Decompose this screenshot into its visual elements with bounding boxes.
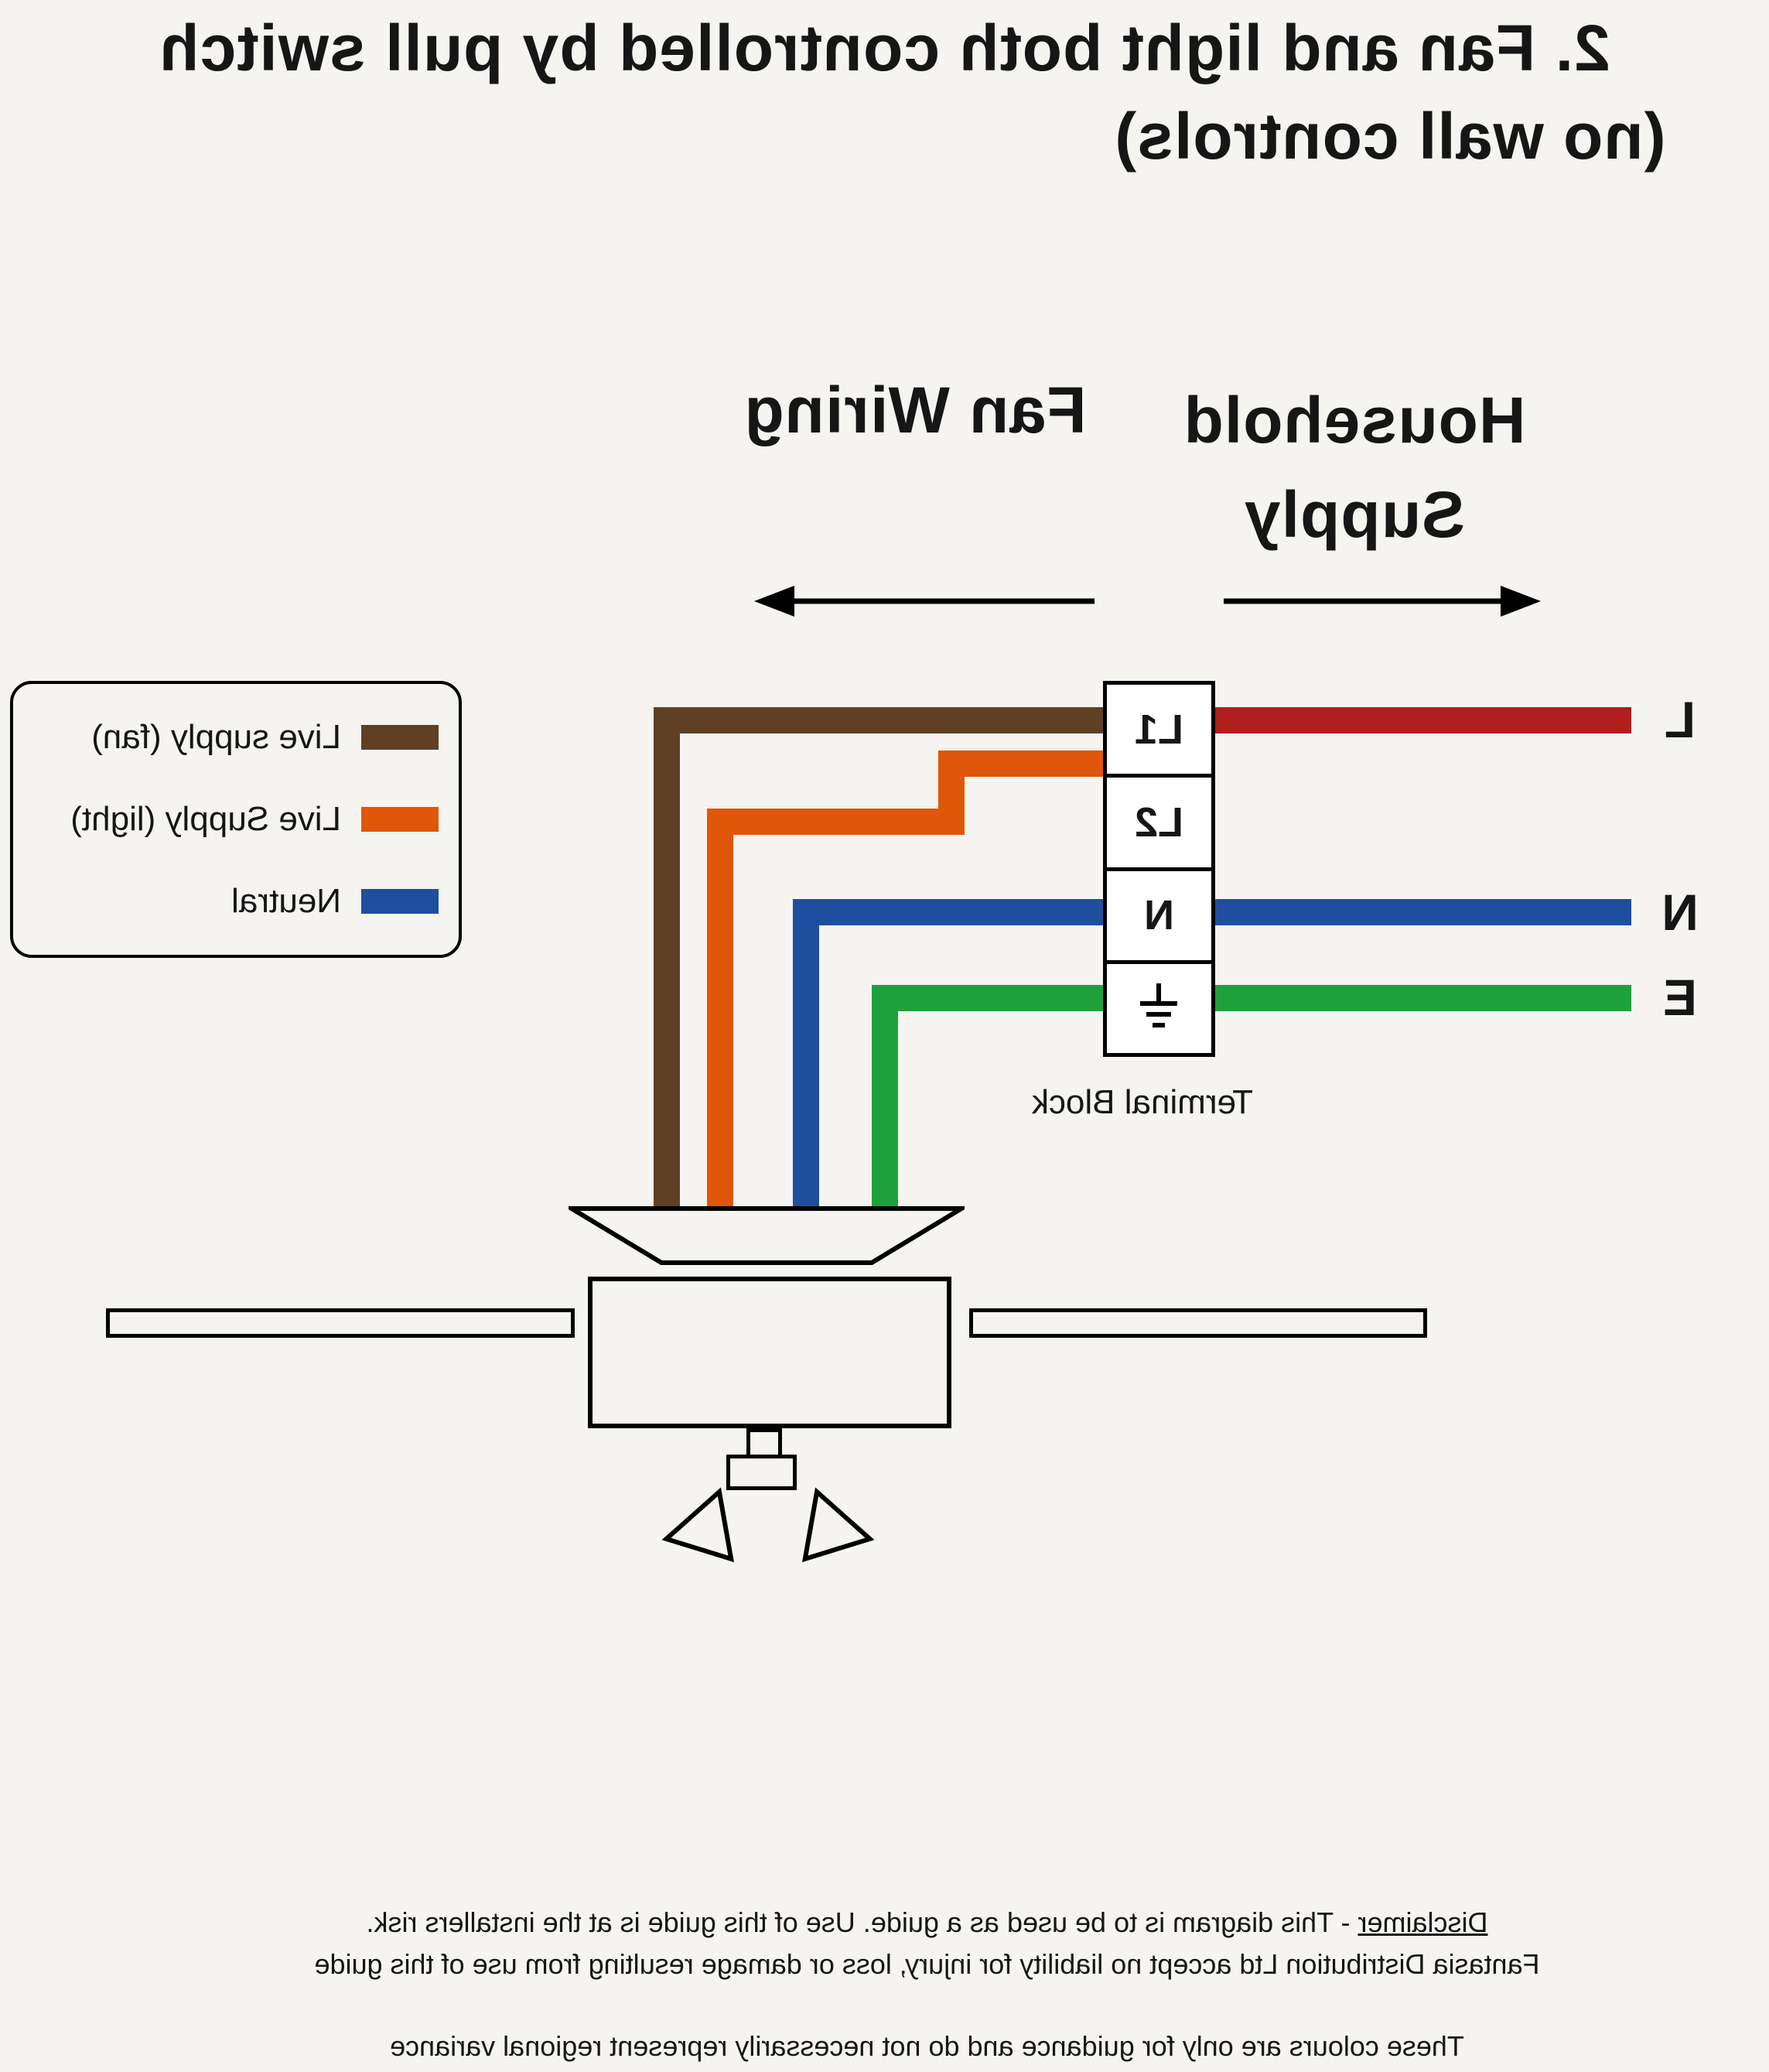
terminal-block: L1 L2 N xyxy=(1103,681,1215,1057)
disclaimer-line-2: Fantasia Distribution Ltd accept no liab… xyxy=(314,1948,1540,1980)
disclaimer-line-1: Disclaimer - This diagram is to be used … xyxy=(43,1905,1769,1940)
legend-label-live-fan: Live supply (fan) xyxy=(91,718,341,756)
page-title: 2. Fan and light both controlled by pull… xyxy=(159,12,1610,84)
legend-row-live-light: Live Supply (light) xyxy=(33,800,439,839)
household-supply-heading: Household Supply xyxy=(1122,373,1586,562)
fan-wiring-heading: Fan Wiring xyxy=(743,374,1087,446)
household-supply-line2: Supply xyxy=(1244,478,1466,551)
fan-light-shade-left-icon xyxy=(801,1487,875,1563)
wire-neutral-household xyxy=(1215,899,1631,925)
household-supply-line1: Household xyxy=(1183,384,1526,456)
terminal-cell-earth xyxy=(1103,959,1215,1057)
label-neutral: N xyxy=(1661,884,1699,941)
legend-label-live-light: Live Supply (light) xyxy=(70,800,341,838)
wire-earth-household xyxy=(1215,985,1631,1011)
label-live: L xyxy=(1664,691,1696,748)
legend-swatch-live-light xyxy=(361,807,439,832)
wire-live-household xyxy=(1215,707,1631,733)
legend-row-neutral: Neutral xyxy=(33,882,439,921)
wire-live-light-segment-3 xyxy=(707,809,965,835)
fan-motor-body xyxy=(588,1277,951,1428)
legend-swatch-live-fan xyxy=(361,725,439,750)
arrow-right-icon xyxy=(754,586,1095,617)
terminal-cell-l2: L2 xyxy=(1103,774,1215,871)
disclaimer-line-1-text: - This diagram is to be used as a guide.… xyxy=(366,1906,1358,1938)
wire-earth-fan-horizontal xyxy=(872,985,1103,1011)
wire-neutral-fan-horizontal xyxy=(793,899,1103,925)
arrow-left-icon xyxy=(1224,586,1541,617)
page-subtitle: (no wall controls) xyxy=(1114,100,1666,173)
earth-icon xyxy=(1140,983,1178,1028)
legend-label-neutral: Neutral xyxy=(231,882,341,920)
wire-earth-fan-vertical xyxy=(872,985,898,1209)
legend-row-live-fan: Live supply (fan) xyxy=(33,718,439,757)
wire-neutral-fan-vertical xyxy=(793,899,819,1209)
fan-blade-left xyxy=(969,1308,1427,1338)
fan-light-fitting xyxy=(726,1455,797,1490)
fan-canopy xyxy=(569,1206,965,1265)
label-earth: E xyxy=(1662,969,1698,1026)
fan-blade-right xyxy=(106,1308,575,1338)
fan-light-shade-right-icon xyxy=(661,1487,735,1563)
terminal-cell-n: N xyxy=(1103,867,1215,964)
wire-live-fan-horizontal xyxy=(654,707,1103,733)
wire-live-light-segment-4 xyxy=(707,809,733,1209)
legend-swatch-neutral xyxy=(361,889,439,914)
terminal-cell-l1: L1 xyxy=(1103,681,1215,778)
wire-colour-legend: Live supply (fan) Live Supply (light) Ne… xyxy=(10,681,462,958)
terminal-block-caption: Terminal Block xyxy=(1031,1083,1254,1121)
wire-live-fan-vertical xyxy=(654,707,680,1209)
disclaimer-label: Disclaimer xyxy=(1357,1906,1488,1938)
disclaimer-line-3: These colours are only for guidance and … xyxy=(390,2030,1464,2062)
